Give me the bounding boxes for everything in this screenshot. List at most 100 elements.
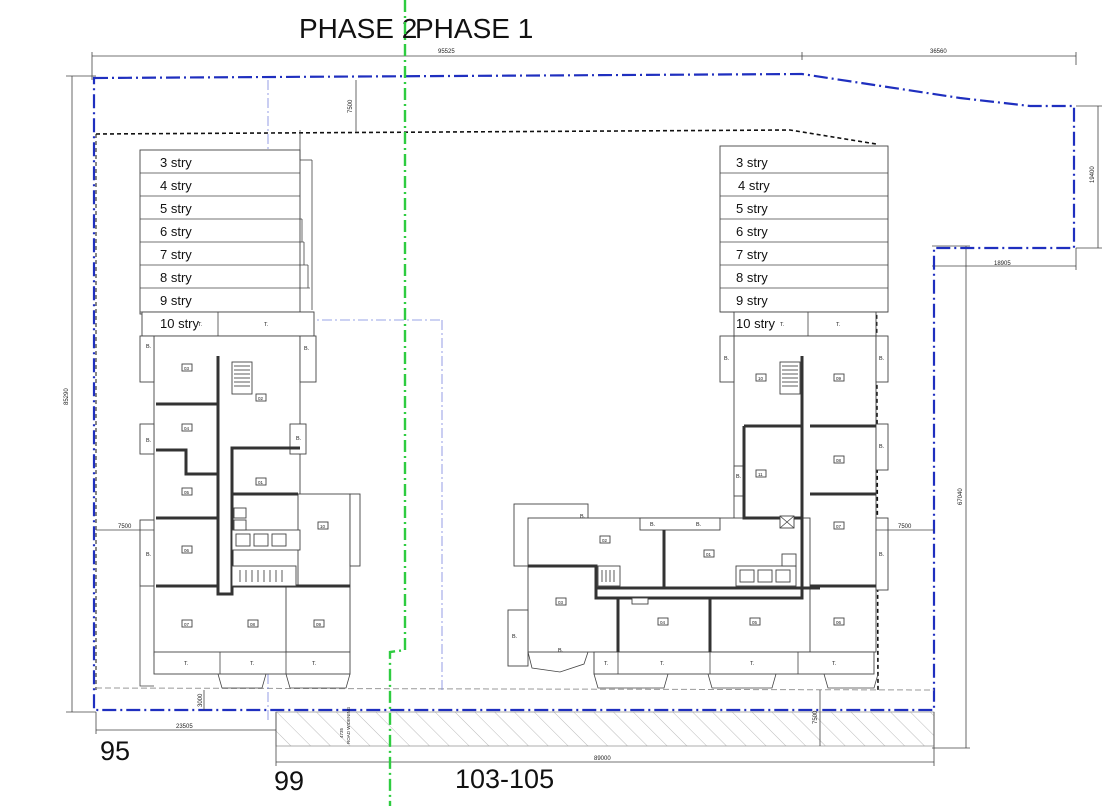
- unit-number: 11: [758, 472, 763, 477]
- left-height-dimension: 85290: [64, 75, 96, 713]
- unit-number: 07: [836, 524, 842, 529]
- balcony-label: B.: [296, 436, 302, 442]
- terrace-label: T.: [780, 322, 785, 328]
- left-storey-labels: 3 stry 4 stry 5 stry 6 stry 7 stry 8 str…: [160, 155, 200, 331]
- dim-bottom-right-setback: 7500: [813, 710, 819, 724]
- right-storey-label: 5 stry: [736, 201, 768, 216]
- dim-right-upper: 19400: [1090, 166, 1096, 183]
- right-storey-label: 9 stry: [736, 293, 768, 308]
- terrace-label: T.: [660, 661, 665, 667]
- terrace-label: T.: [198, 322, 203, 328]
- balcony-label: B.: [146, 438, 152, 444]
- dim-bottom-left: 23505: [176, 724, 193, 730]
- balcony-label: B.: [558, 648, 564, 654]
- right-dimensions: 19400 18905 67040: [932, 105, 1102, 749]
- terrace-label: T.: [264, 322, 269, 328]
- left-storey-label: 7 stry: [160, 247, 192, 262]
- balcony-label: B.: [879, 552, 885, 558]
- right-storey-label: 6 stry: [736, 224, 768, 239]
- dim-setback-top: 7500: [348, 99, 354, 113]
- unit-number: 07: [184, 622, 190, 627]
- unit-number: 06: [836, 620, 842, 625]
- dim-left-side: 7500: [118, 524, 132, 530]
- unit-number: 08: [250, 622, 256, 627]
- right-balcony-labels: B. B. B. B. B. B. B. B. B. B. T. T. T. T…: [512, 322, 885, 667]
- terrace-label: T.: [312, 661, 317, 667]
- unit-number: 02: [602, 538, 608, 543]
- road-widening-label: ROAD WIDENING: [346, 706, 351, 744]
- phase-1-heading: PHASE 1: [415, 13, 533, 44]
- left-building: [139, 130, 361, 689]
- right-storey-label: 4 stry: [738, 178, 770, 193]
- balcony-label: B.: [512, 634, 518, 640]
- dim-left-height: 85290: [64, 388, 70, 405]
- unit-number: 03: [184, 366, 190, 371]
- phase-2-heading: PHASE 2: [299, 13, 417, 44]
- unit-number: 02: [258, 396, 264, 401]
- right-storey-label: 3 stry: [736, 155, 768, 170]
- terrace-label: T.: [604, 661, 609, 667]
- unit-number: 03: [558, 600, 564, 605]
- balcony-label: B.: [736, 474, 742, 480]
- right-storey-label: 10 stry: [736, 316, 776, 331]
- unit-number: 06: [184, 548, 190, 553]
- unit-number: 08: [836, 458, 842, 463]
- right-storey-labels: 3 stry 4 stry 5 stry 6 stry 7 stry 8 str…: [736, 155, 776, 331]
- dim-right-step: 18905: [994, 261, 1011, 267]
- address-95: 95: [100, 736, 130, 766]
- unit-number: 01: [258, 480, 264, 485]
- unit-number: 05: [184, 490, 190, 495]
- balcony-label: B.: [879, 444, 885, 450]
- property-line: [92, 72, 1076, 712]
- unit-number: 04: [660, 620, 666, 625]
- terrace-label: T.: [832, 661, 837, 667]
- unit-number: 01: [706, 552, 712, 557]
- balcony-label: B.: [724, 356, 730, 362]
- unit-number: 09: [836, 376, 842, 381]
- unit-number: 05: [752, 620, 758, 625]
- left-storey-label: 9 stry: [160, 293, 192, 308]
- balcony-label: B.: [696, 522, 702, 528]
- left-storey-label: 4 stry: [160, 178, 192, 193]
- terrace-label: T.: [750, 661, 755, 667]
- balcony-label: B.: [650, 522, 656, 528]
- dim-top-total: 95525: [438, 49, 455, 55]
- balcony-label: B.: [879, 356, 885, 362]
- right-storey-label: 8 stry: [736, 270, 768, 285]
- left-storey-label: 5 stry: [160, 201, 192, 216]
- phase-line: [388, 0, 407, 806]
- balcony-label: B.: [304, 346, 310, 352]
- dim-bottom-total: 89000: [594, 756, 611, 762]
- road-widening-area: [275, 711, 935, 747]
- top-dimension: 95525 36560: [91, 49, 1077, 80]
- dim-right-side: 7500: [898, 524, 912, 530]
- dim-top-right: 36560: [930, 49, 947, 55]
- address-103-105: 103-105: [455, 764, 554, 794]
- terrace-label: T.: [184, 661, 189, 667]
- left-storey-label: 6 stry: [160, 224, 192, 239]
- left-unit-tags: 03 02 04 05 01 06 10 07 08 09: [181, 363, 329, 628]
- unit-number: 10: [758, 376, 764, 381]
- left-storey-label: 3 stry: [160, 155, 192, 170]
- unit-number: 10: [320, 524, 326, 529]
- unit-number: 09: [316, 622, 322, 627]
- address-99: 99: [274, 766, 304, 796]
- right-storey-label: 7 stry: [736, 247, 768, 262]
- balcony-label: B.: [146, 344, 152, 350]
- dim-bottom-gap: 3000: [198, 693, 204, 707]
- dim-widening-depth: 4735: [339, 727, 344, 738]
- right-building: [507, 145, 889, 689]
- balcony-label: B.: [580, 514, 586, 520]
- left-balcony-labels: B. B. B. B. B. T. T. T. T. T.: [146, 322, 317, 667]
- dim-right-height: 67040: [958, 488, 964, 505]
- setback-frame: [95, 129, 879, 693]
- left-storey-label: 10 stry: [160, 316, 200, 331]
- terrace-label: T.: [836, 322, 841, 328]
- unit-number: 04: [184, 426, 190, 431]
- terrace-label: T.: [250, 661, 255, 667]
- balcony-label: B.: [146, 552, 152, 558]
- left-storey-label: 8 stry: [160, 270, 192, 285]
- right-unit-tags: 10 09 11 08 02 01 07 03 04 05 06: [555, 373, 845, 626]
- bottom-dimensions: 23505 3000 89000 7500: [95, 690, 935, 766]
